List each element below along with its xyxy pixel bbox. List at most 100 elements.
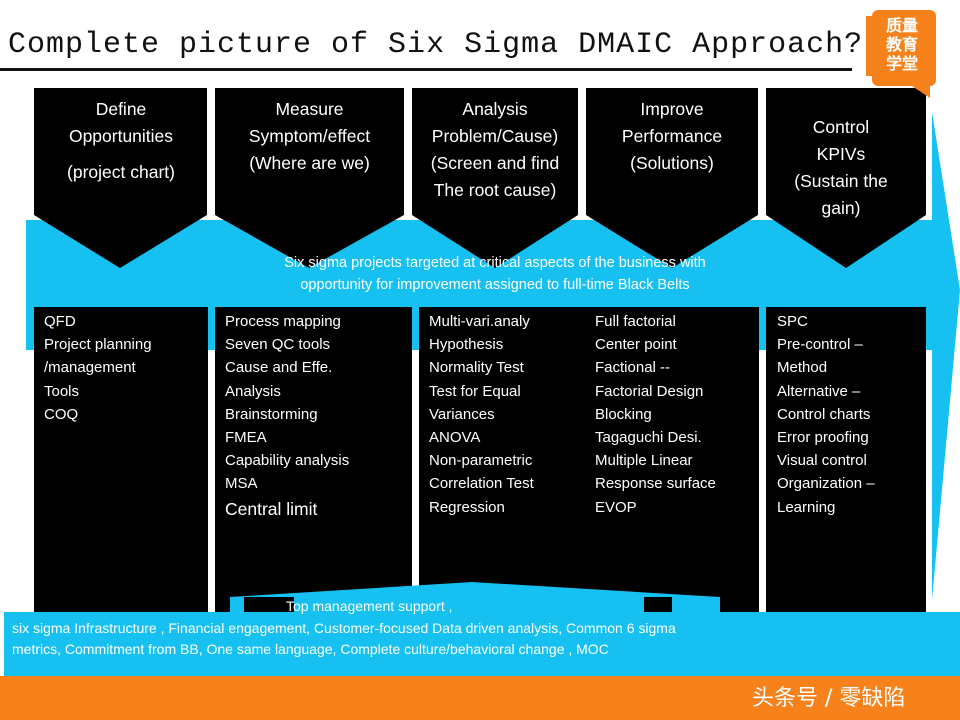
footer-watermark: 头条号 / 零缺陷: [752, 686, 906, 711]
tool-item: MSA: [225, 475, 258, 493]
footer-bar: [0, 676, 960, 720]
tool-item: Correlation Test: [429, 475, 534, 493]
control-heading-line: gain): [821, 198, 861, 218]
tool-item: Regression: [429, 498, 505, 516]
logo-tab: [912, 86, 930, 98]
tool-item: Project planning: [44, 336, 152, 354]
tool-item: Hypothesis: [429, 336, 504, 354]
control-tools-box: [766, 307, 926, 612]
control-heading-line: KPIVs: [816, 144, 866, 164]
tool-item: Factorial Design: [595, 382, 704, 400]
tool-item: ANOVA: [429, 429, 481, 447]
tool-item: Brainstorming: [225, 405, 318, 423]
logo-line-3: 学堂: [885, 54, 918, 73]
analyze-heading-line: Problem/Cause): [431, 126, 559, 146]
tool-item: Multi-vari.analy: [429, 313, 530, 330]
improve-heading-line: Performance: [621, 126, 723, 146]
bottom-support-band: [4, 612, 960, 676]
measure-tools-list: Process mapping Seven QC tools Cause and…: [225, 310, 349, 522]
control-heading-line: Control: [812, 117, 870, 137]
measure-tools-box: [215, 307, 412, 612]
analyze-heading-line: The root cause): [433, 180, 557, 200]
logo-line-2: 教育: [885, 35, 918, 54]
tool-item: SPC: [777, 313, 808, 330]
logo-shape: [872, 10, 936, 86]
bottom-support-line: six sigma Infrastructure , Financial eng…: [12, 620, 676, 636]
tool-item: Learning: [777, 498, 836, 516]
tool-item: Tagaguchi Desi.: [595, 429, 702, 447]
define-heading-line: Define: [95, 99, 147, 119]
control-heading: Control KPIVs (Sustain the gain): [766, 114, 916, 222]
tool-item: Visual control: [777, 452, 867, 470]
measure-heading-line: Symptom/effect: [248, 126, 371, 146]
tool-item: Blocking: [595, 405, 652, 423]
tool-item: Center point: [595, 336, 677, 354]
band-caption: Six sigma projects targeted at critical …: [200, 252, 790, 296]
tool-item: Cause and Effe.: [225, 359, 333, 377]
tool-item: Central limit: [225, 498, 318, 519]
tool-item: Normality Test: [429, 359, 524, 377]
define-tools-list: QFD Project planning /management Tools C…: [44, 310, 152, 426]
define-chevron: [34, 88, 207, 268]
tool-item: EVOP: [595, 498, 637, 516]
control-tools-list: SPC Pre-control – Method Alternative – C…: [777, 310, 875, 519]
tool-item: Method: [777, 359, 828, 377]
control-heading-line: (Sustain the: [794, 171, 888, 191]
tool-item: /management: [44, 359, 136, 377]
tool-item: Alternative –: [777, 382, 861, 400]
analyze-heading-line: Analysis: [462, 99, 528, 119]
analyze-tools-list: Multi-vari.analy Hypothesis Normality Te…: [429, 310, 534, 519]
tool-item: Non-parametric: [429, 452, 533, 470]
tool-item: FMEA: [225, 429, 267, 447]
measure-heading: Measure Symptom/effect (Where are we): [215, 96, 404, 177]
control-chevron: [766, 88, 926, 268]
bottom-support-line: metrics, Commitment from BB, One same la…: [12, 641, 609, 657]
define-heading-line: (project chart): [67, 162, 175, 182]
tool-item: Multiple Linear: [595, 452, 693, 470]
tool-item: Tools: [44, 382, 80, 400]
bottom-support-text: six sigma Infrastructure , Financial eng…: [12, 618, 772, 660]
tool-item: Test for Equal: [429, 382, 521, 400]
tool-item: Seven QC tools: [225, 336, 331, 354]
improve-heading-line: Improve: [640, 99, 704, 119]
tool-item: QFD: [44, 313, 76, 330]
define-tools-box: [34, 307, 208, 612]
analyze-chevron: [412, 88, 578, 268]
measure-heading-line: Measure: [275, 99, 344, 119]
improve-heading-line: (Solutions): [630, 153, 714, 173]
logo-outline: [866, 16, 872, 76]
top-management-support-label: Top management support ,: [286, 598, 453, 614]
bottom-up-arrow: [230, 582, 720, 612]
tool-item: Analysis: [225, 382, 281, 400]
bottom-up-arrow-mask-right: [644, 597, 672, 612]
define-heading-line: Opportunities: [68, 126, 174, 146]
analyze-heading-line: (Screen and find: [430, 153, 560, 173]
define-heading: Define Opportunities (project chart): [34, 96, 208, 186]
improve-heading: Improve Performance (Solutions): [586, 96, 758, 177]
analyze-heading: Analysis Problem/Cause) (Screen and find…: [412, 96, 578, 204]
measure-chevron: [215, 88, 404, 268]
tool-item: Factional --: [595, 359, 671, 377]
improve-tools-list: Full factorial Center point Factional --…: [595, 310, 716, 519]
tool-item: Pre-control –: [777, 336, 863, 354]
improve-chevron: [586, 88, 758, 268]
tool-item: Process mapping: [225, 313, 341, 330]
tool-item: Response surface: [595, 475, 716, 493]
band-caption-line-2: opportunity for improvement assigned to …: [300, 277, 690, 293]
tool-item: Error proofing: [777, 429, 869, 447]
band-caption-line-1: Six sigma projects targeted at critical …: [284, 255, 706, 271]
title-underline: [0, 68, 852, 71]
bottom-up-arrow-mask-left: [244, 597, 294, 612]
tool-item: COQ: [44, 405, 79, 423]
tool-item: Full factorial: [595, 313, 676, 330]
analyze-improve-tools-box: [419, 307, 759, 612]
tool-item: Control charts: [777, 405, 871, 423]
tool-item: Organization –: [777, 475, 875, 493]
tool-item: Capability analysis: [225, 452, 350, 470]
tool-item: Variances: [429, 405, 495, 423]
logo: 质量 教育 学堂: [880, 16, 924, 73]
page-title: Complete picture of Six Sigma DMAIC Appr…: [8, 28, 864, 62]
measure-heading-line: (Where are we): [249, 153, 370, 173]
logo-line-1: 质量: [885, 16, 918, 35]
